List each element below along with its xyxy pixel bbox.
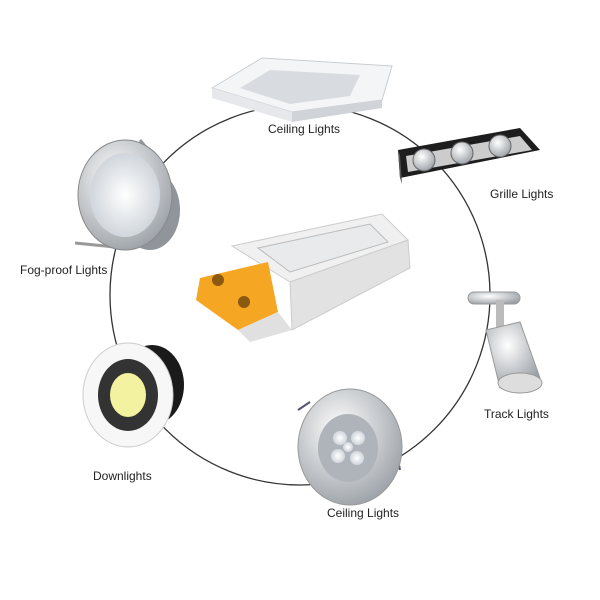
label-fog-proof-lights: Fog-proof Lights xyxy=(20,263,108,277)
track-light-image xyxy=(467,291,543,394)
label-grille-lights: Grille Lights xyxy=(490,187,554,201)
label-downlights: Downlights xyxy=(93,469,152,483)
label-track-lights: Track Lights xyxy=(484,407,549,421)
downlight-image xyxy=(82,342,184,448)
led-driver-image xyxy=(196,213,411,342)
fog-proof-light-image xyxy=(74,139,180,251)
ceiling-light-panel-image xyxy=(210,57,393,122)
label-ceiling-lights-top: Ceiling Lights xyxy=(268,122,341,136)
label-ceiling-lights-bottom: Ceiling Lights xyxy=(327,506,400,520)
ceiling-light-spot-image xyxy=(297,388,403,506)
grille-light-image xyxy=(398,128,540,184)
